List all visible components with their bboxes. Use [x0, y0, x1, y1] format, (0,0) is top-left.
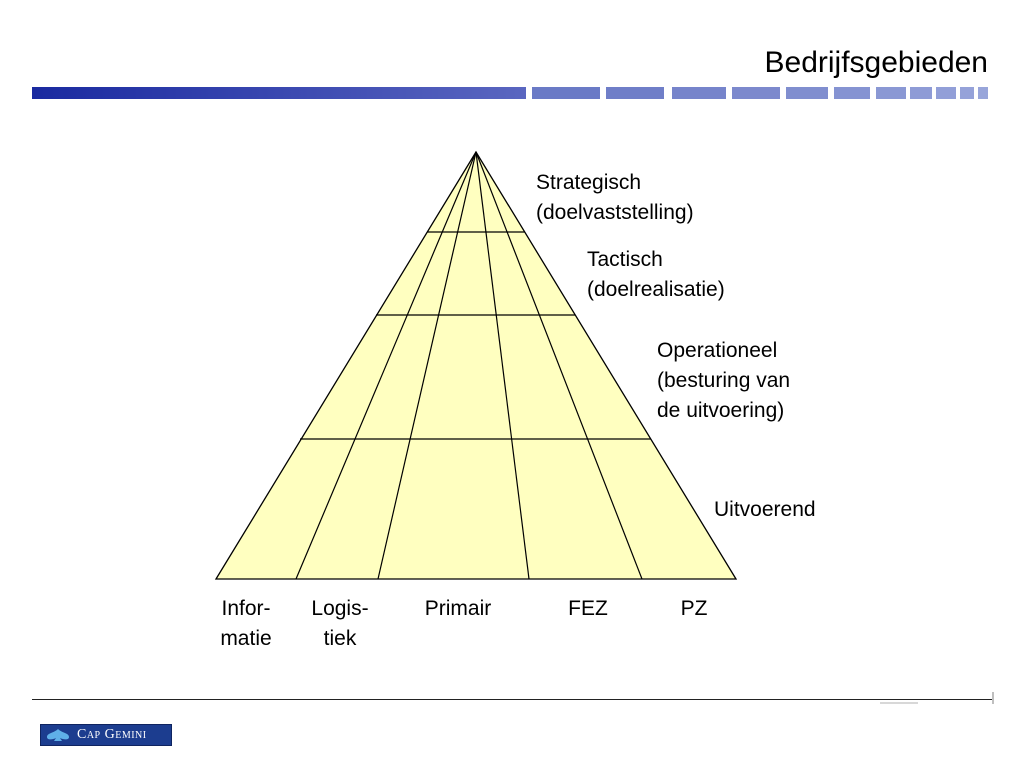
column-label-line: Logis- [311, 597, 369, 620]
column-divider-3 [475, 151, 530, 580]
level-name: Strategisch [536, 171, 642, 194]
footer-divider [32, 699, 992, 700]
pyramid-shape [214, 150, 738, 580]
title-decor-bar [32, 87, 988, 99]
column-label-line: PZ [680, 597, 708, 620]
footer-divider-shadow [880, 702, 918, 704]
column-label-line: Primair [424, 597, 492, 620]
cap-gemini-logo: Cap Gemini [40, 724, 172, 746]
level-note: (doelrealisatie) [587, 278, 725, 301]
page-title: Bedrijfsgebieden [764, 46, 989, 79]
column-divider-4 [475, 151, 643, 580]
spade-icon [41, 725, 75, 745]
column-label-logistics: Logis- tiek [302, 594, 378, 654]
column-divider-1 [295, 151, 477, 580]
level-name: Tactisch [587, 248, 663, 271]
business-area-pyramid [214, 150, 738, 580]
level-label-strategic: Strategisch (doelvaststelling) [536, 168, 694, 228]
column-label-primary: Primair [412, 594, 504, 624]
logo-text: Cap Gemini [77, 727, 147, 742]
column-label-line: FEZ [568, 597, 608, 620]
column-label-line: Infor- [221, 597, 271, 620]
level-note: (doelvaststelling) [536, 201, 694, 224]
column-label-line: matie [220, 627, 272, 650]
level-name: Uitvoerend [714, 498, 816, 521]
column-label-pz: PZ [668, 594, 720, 624]
level-name: Operationeel [657, 339, 778, 362]
column-label-information: Infor- matie [208, 594, 284, 654]
footer-divider-tick [992, 692, 994, 704]
level-note-continued: de uitvoering) [657, 399, 785, 422]
column-divider-2 [377, 151, 477, 580]
level-label-executive: Uitvoerend [714, 495, 816, 525]
level-label-tactical: Tactisch (doelrealisatie) [587, 245, 725, 305]
level-note: (besturing van [657, 369, 791, 392]
column-label-line: tiek [323, 627, 357, 650]
column-label-fez: FEZ [558, 594, 618, 624]
level-label-operational: Operationeel (besturing van de uitvoerin… [657, 336, 790, 426]
